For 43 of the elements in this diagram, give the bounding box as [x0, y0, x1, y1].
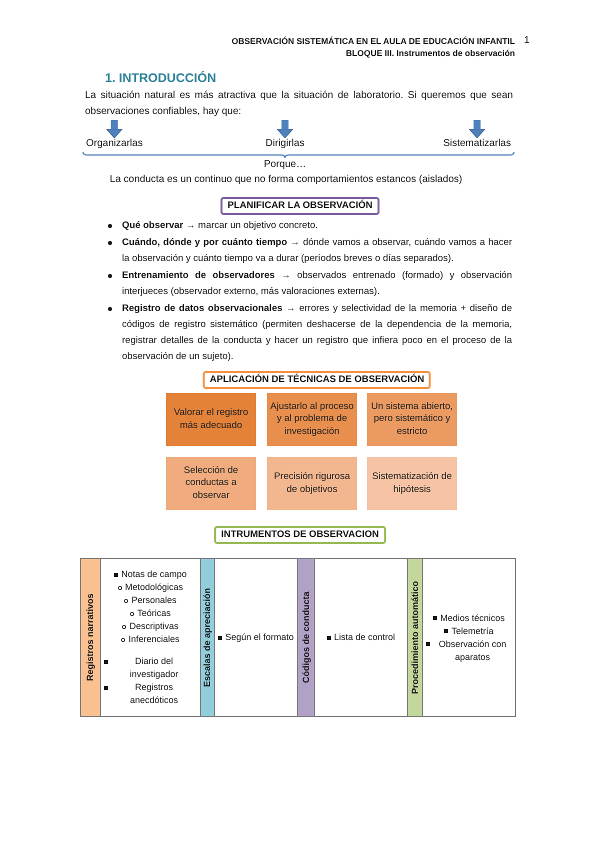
column-header: Escalas de apreciación	[200, 558, 215, 717]
step-text: Organizarlas	[86, 138, 143, 149]
technique-box: Precisión rigurosa de objetivos	[267, 457, 357, 510]
list-item: Registros anecdóticos	[128, 681, 180, 707]
heading-box: PLANIFICAR LA OBSERVACIÓN	[220, 197, 380, 215]
list-item: Medios técnicos	[440, 612, 505, 624]
list-item: Notas de campo	[121, 568, 187, 581]
step-text: Dirigirlas	[266, 138, 304, 149]
technique-box: Valorar el registro más adecuado	[166, 393, 256, 446]
technique-box: Sistematización de hipótesis	[367, 457, 457, 510]
technique-box: Selección de conductas a observar	[166, 457, 256, 510]
paragraph: La situación natural es más atractiva que la situación de laboratorio. Si queremos que sean observaciones confiables, hay que:	[85, 88, 513, 120]
list-item: Personales	[131, 594, 177, 607]
technique-box: Ajustarlo al proceso y al problema de investigación	[267, 393, 357, 446]
bullet-text: Cuándo, dónde y por cuánto tiempo → dónde vamos a observar, cuándo vamos a hacer la observación y cuánto tiempo va a durar (períodos breves o días separados).	[122, 236, 512, 266]
note-text: La conducta es un continuo que no forma comportamientos estancos (aislados)	[110, 174, 462, 186]
list-item: Telemetría	[451, 624, 494, 638]
list-item: Diario del investigador	[128, 655, 180, 681]
step-text: Sistematizarlas	[443, 138, 511, 149]
arrow	[276, 120, 294, 138]
column-header: Códigos de conducta	[297, 558, 315, 717]
list-item: Observación con aparatos	[438, 638, 508, 664]
list-item: Teóricas	[137, 607, 171, 620]
column-header: Procedimiento automático	[407, 558, 423, 717]
running-header: BLOQUE III. Instrumentos de observación	[346, 48, 515, 58]
running-header: OBSERVACIÓN SISTEMÁTICA EN EL AULA DE EDUCACIÓN INFANTIL	[232, 36, 515, 46]
heading-box: INTRUMENTOS DE OBSERVACION	[214, 526, 386, 544]
list-item: Según el formato	[225, 631, 294, 644]
bullet-text: Qué observar → marcar un objetivo concreto.	[122, 219, 319, 233]
technique-box: Un sistema abierto, pero sistemático y estricto	[367, 393, 457, 446]
bullet-text: Registro de datos observacionales → errores y selectividad de la memoria + diseño de códigos de registro sistemático (permiten deshacerse de la dependencia de la memoria, registrar detalles de la conducta y hacer un registro que infiera poco en el proceso de la observación de un sujeto).	[122, 302, 512, 364]
bullet-text: Entrenamiento de observadores → observados entrenado (formado) y observación interjueces (observador externo, más valoraciones externas).	[122, 268, 512, 299]
heading-box: APLICACIÓN DE TÉCNICAS DE OBSERVACIÓN	[202, 371, 432, 389]
list-item: Metodológicas	[124, 581, 184, 594]
page-number: 1	[524, 35, 530, 46]
list-item: Descriptivas	[129, 620, 178, 633]
section-heading: 1. INTRODUCCIÓN	[105, 71, 216, 85]
arrow	[106, 120, 123, 138]
list-item: Inferenciales	[128, 633, 180, 646]
note-text: Porque…	[264, 159, 306, 171]
column-header: Registros narrativos	[80, 558, 101, 717]
list-item: Lista de control	[334, 631, 396, 644]
arrow	[468, 120, 486, 138]
